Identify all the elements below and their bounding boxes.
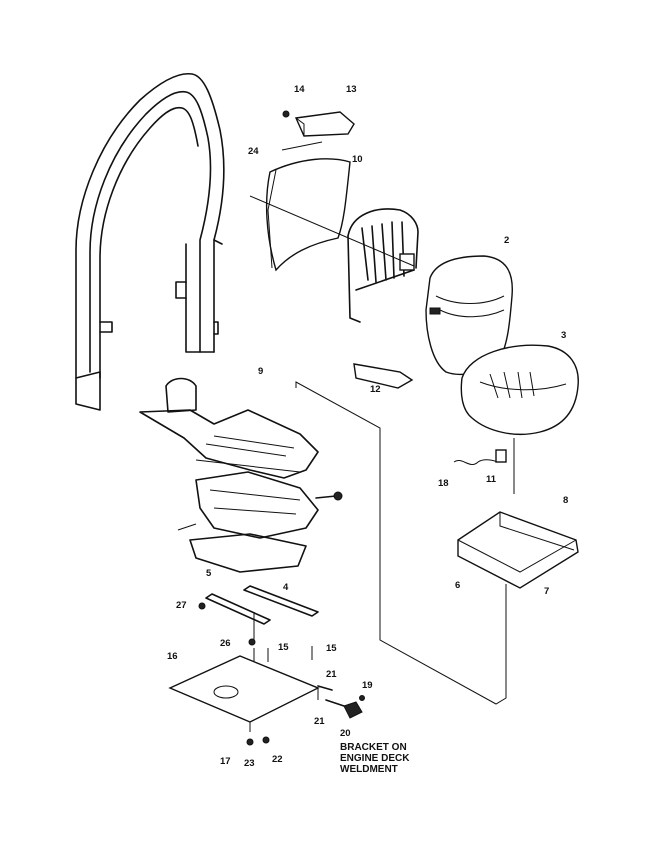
callout: 11 bbox=[486, 474, 497, 485]
callout: 4 bbox=[283, 582, 289, 593]
armrest-assembly bbox=[282, 110, 355, 137]
callout: 27 bbox=[176, 600, 187, 611]
armrest-pad bbox=[353, 363, 414, 389]
callout: 16 bbox=[167, 651, 178, 662]
note-line: BRACKET ON bbox=[340, 742, 407, 753]
callout: 24 bbox=[248, 146, 259, 157]
callout: 3 bbox=[561, 330, 566, 341]
callout: 12 bbox=[370, 384, 381, 395]
engine-deck-bracket bbox=[317, 685, 365, 719]
callout: 13 bbox=[346, 84, 357, 95]
seat-suspension bbox=[139, 377, 343, 573]
callout: 22 bbox=[272, 754, 283, 765]
seat-leader-line bbox=[249, 195, 415, 267]
roll-bar bbox=[75, 73, 225, 411]
wire-harness bbox=[453, 459, 499, 466]
bracket-note: BRACKET ON ENGINE DECK WELDMENT bbox=[340, 742, 410, 775]
callout-labels: 14 13 24 10 2 3 9 12 18 11 8 6 7 5 4 27 … bbox=[167, 84, 568, 769]
note-line: WELDMENT bbox=[340, 764, 398, 775]
callout: 17 bbox=[220, 756, 231, 767]
seat-back-shroud bbox=[265, 141, 351, 272]
seat-back-frame bbox=[347, 208, 419, 323]
assembly-leader-line bbox=[295, 381, 507, 705]
callout: 15 bbox=[326, 643, 337, 654]
callout: 21 bbox=[314, 716, 325, 727]
seat-slides bbox=[198, 585, 319, 664]
note-line: ENGINE DECK bbox=[340, 753, 410, 764]
callout: 20 bbox=[340, 728, 351, 739]
callout: 26 bbox=[220, 638, 231, 649]
callout: 8 bbox=[563, 495, 568, 506]
seat-pan bbox=[457, 511, 579, 589]
switch bbox=[495, 449, 507, 463]
mounting-plate bbox=[168, 655, 320, 746]
callout: 7 bbox=[544, 586, 549, 597]
callout: 19 bbox=[362, 680, 373, 691]
callout: 2 bbox=[504, 235, 509, 246]
callout: 21 bbox=[326, 669, 337, 680]
seat-cushion bbox=[460, 344, 579, 435]
callout: 9 bbox=[258, 366, 263, 377]
callout: 5 bbox=[206, 568, 212, 579]
callout: 23 bbox=[244, 758, 255, 769]
callout: 6 bbox=[455, 580, 460, 591]
seat-back-cushion bbox=[425, 255, 513, 376]
callout: 10 bbox=[352, 154, 363, 165]
callout: 15 bbox=[278, 642, 289, 653]
callout: 14 bbox=[294, 84, 305, 95]
callout: 18 bbox=[438, 478, 449, 489]
